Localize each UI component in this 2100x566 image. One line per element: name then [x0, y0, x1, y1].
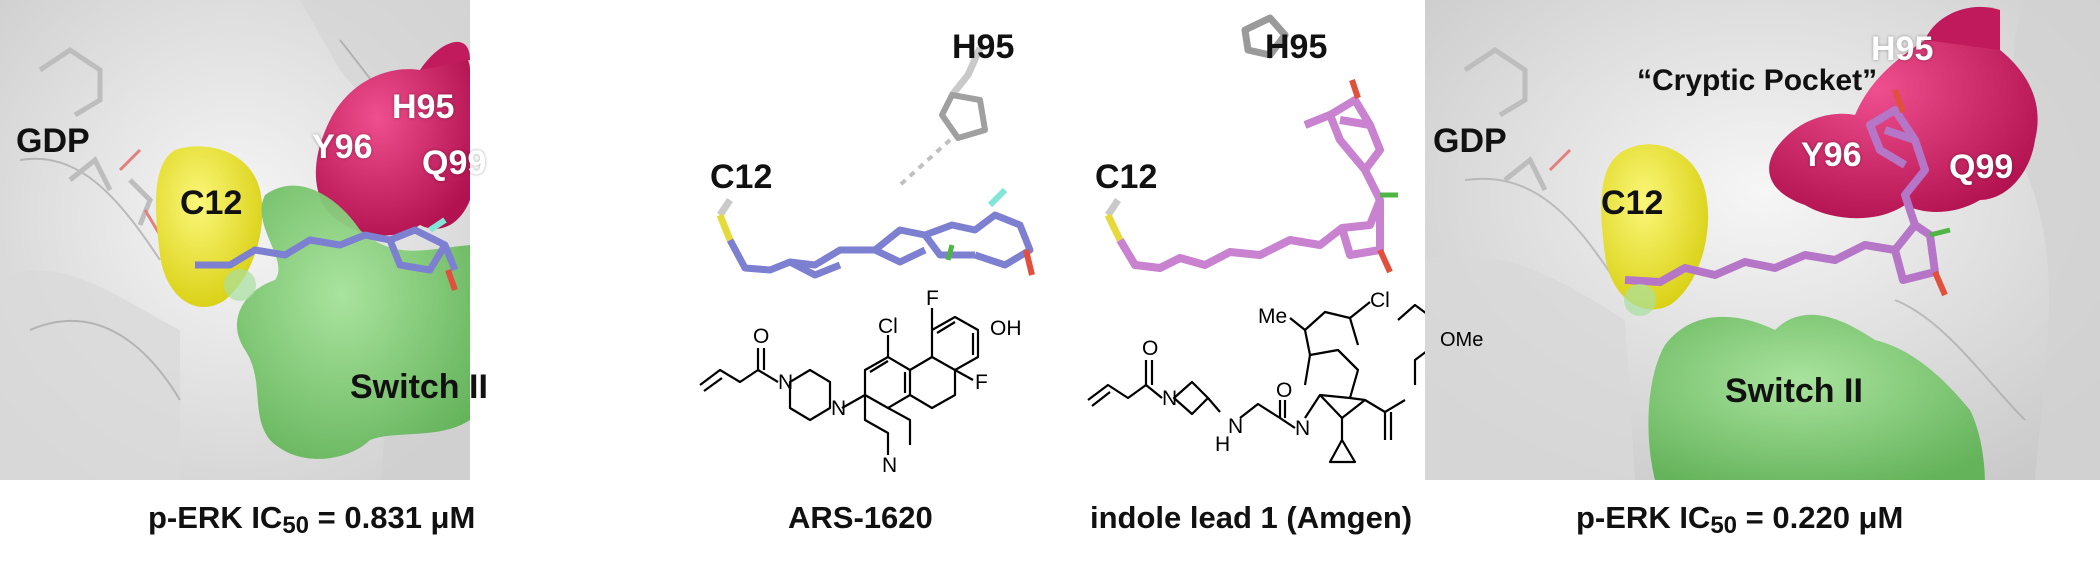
indole-atom-n3: N: [1295, 417, 1311, 440]
left-c12-label: C12: [180, 184, 243, 222]
indole-atom-o2: O: [1276, 379, 1293, 402]
gdp-sticks-right: [1463, 46, 1548, 192]
indole-atom-n1: N: [1162, 387, 1178, 410]
left-h95-label: H95: [392, 88, 455, 126]
left-gdp-label: GDP: [16, 122, 90, 160]
ars-c12-label: C12: [710, 158, 773, 196]
switch-ii-surface: [236, 185, 470, 459]
ars-atom-cl: Cl: [878, 315, 898, 338]
ars-ligand-3d-and-2d: [699, 46, 1035, 455]
indole-atom-ome: OMe: [1440, 329, 1484, 351]
left-y96-label: Y96: [312, 128, 373, 166]
ars-atom-o: O: [753, 325, 770, 348]
ars-atom-n: N: [831, 397, 847, 420]
indole-caption: indole lead 1 (Amgen): [1090, 500, 1413, 535]
left-caption: p-ERK IC50 = 0.831 μM: [148, 500, 476, 539]
right-gdp-label: GDP: [1433, 122, 1507, 160]
ars-atom-f2: F: [975, 371, 988, 394]
indole-atom-n2: N: [1228, 415, 1244, 438]
right-h95-label: H95: [1871, 30, 1934, 68]
gdp-sticks: [38, 46, 153, 226]
indole-c12-label: C12: [1095, 158, 1158, 196]
indole-atom-cl: Cl: [1370, 289, 1390, 312]
indole-atom-h: H: [1215, 433, 1231, 456]
right-switch-label: Switch II: [1725, 372, 1863, 410]
left-q99-label: Q99: [422, 144, 487, 182]
indole-atom-o1: O: [1142, 337, 1159, 360]
ars-caption: ARS-1620: [788, 500, 933, 535]
ars-atom-n2: N: [882, 454, 898, 477]
right-structure-render: [1425, 0, 2100, 480]
right-caption: p-ERK IC50 = 0.220 μM: [1576, 500, 1904, 539]
ars-atom-f1: F: [926, 287, 939, 310]
pocket-surface: [315, 54, 470, 236]
indole-atom-me: Me: [1258, 305, 1288, 328]
switch-ii-surface-right: [1648, 314, 1985, 480]
left-structure-panel: GDP C12 Y96 H95 Q99 Switch II: [0, 0, 488, 480]
indole-lead-panel: H95 C12 O N H N O N Cl Me: [1080, 0, 1440, 480]
left-structure-render: [0, 0, 470, 480]
right-structure-panel: GDP “Cryptic Pocket” H95 Y96 Q99 C12 Swi…: [1425, 0, 2100, 480]
c12-surface: [155, 146, 263, 308]
right-c12-label: C12: [1601, 184, 1664, 222]
cryptic-pocket-label: “Cryptic Pocket”: [1637, 64, 1878, 97]
ars-skeletal-formula: [699, 308, 980, 455]
ars-1620-panel: H95 C12 O N N Cl F F OH N: [690, 0, 1065, 480]
ars-atom-n1: N: [778, 371, 794, 394]
indole-h95-label: H95: [1265, 28, 1328, 66]
ars-atom-oh: OH: [990, 317, 1022, 340]
left-switch-label: Switch II: [350, 368, 488, 406]
right-q99-label: Q99: [1949, 148, 2014, 186]
ars-ligand-sticks: [195, 226, 459, 274]
ars-h95-label: H95: [952, 28, 1015, 66]
indole-ligand-3d-and-2d: [1087, 14, 1437, 464]
right-y96-label: Y96: [1801, 136, 1862, 174]
